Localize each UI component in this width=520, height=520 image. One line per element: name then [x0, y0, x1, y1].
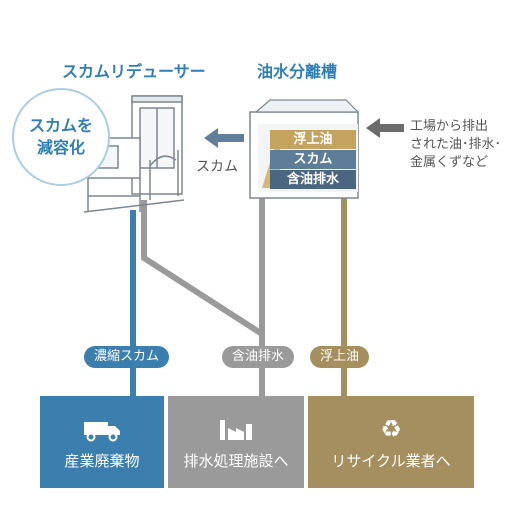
reducer-title: スカムリデューサー	[62, 62, 206, 81]
callout-line-2: 減容化	[36, 138, 85, 157]
recycle-icon: ♻	[380, 414, 402, 443]
factory-input-note: 工場から排出 された油･排水･ 金属くずなど	[410, 118, 501, 172]
volume-reduction-callout: スカムを 減容化	[12, 88, 110, 186]
box-industrial-waste: 産業廃棄物	[40, 396, 164, 488]
separator-title: 油水分離槽	[257, 62, 338, 81]
factory-icon	[216, 414, 256, 444]
box-label-wastewater-facility: 排水処理施設へ	[183, 451, 289, 470]
scum-label: スカム	[196, 159, 238, 175]
factory-note-line-2: された油･排水･	[410, 137, 502, 152]
factory-note-line-3: 金属くずなど	[410, 155, 489, 170]
separator-tank	[249, 99, 360, 199]
scum-arrow	[204, 128, 244, 148]
pill-concentrated-scum: 濃縮スカム	[84, 346, 170, 368]
gray-flow-line-reducer	[141, 200, 264, 337]
truck-icon	[82, 414, 122, 444]
factory-note-line-1: 工場から排出	[410, 119, 489, 134]
tank-layer-scum: スカム	[293, 152, 333, 167]
input-arrow	[366, 118, 404, 138]
tank-layer-oily-wastewater: 含油排水	[286, 172, 339, 187]
pill-floating-oil: 浮上油	[310, 346, 370, 368]
box-label-recycler: リサイクル業者へ	[331, 451, 451, 470]
box-recycler: ♻ リサイクル業者へ	[308, 396, 474, 488]
box-label-industrial-waste: 産業廃棄物	[64, 451, 140, 470]
tank-layer-floating-oil: 浮上油	[293, 132, 333, 147]
pill-oily-wastewater: 含油排水	[222, 346, 295, 368]
scum-reducer-machine	[83, 95, 185, 213]
callout-line-1: スカムを	[28, 116, 93, 135]
box-wastewater-facility: 排水処理施設へ	[168, 396, 304, 488]
